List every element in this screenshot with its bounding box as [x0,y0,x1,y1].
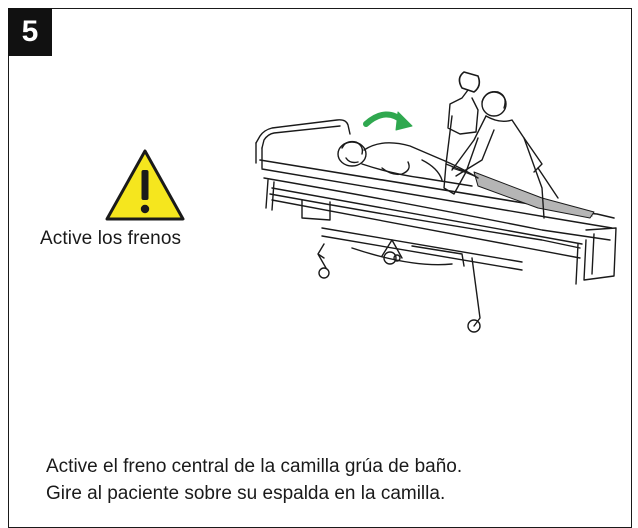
patient-on-shower-trolley-illustration [255,71,617,333]
step-number: 5 [21,15,39,48]
instructions-text: Active el freno central de la camilla gr… [46,453,462,507]
warning-triangle-icon [105,149,185,221]
instruction-line-1: Active el freno central de la camilla gr… [46,456,463,477]
warning-label: Active los frenos [40,228,182,249]
instruction-line-2: Gire al paciente sobre su espalda en la … [46,483,446,504]
step-number-badge: 5 [8,8,52,56]
